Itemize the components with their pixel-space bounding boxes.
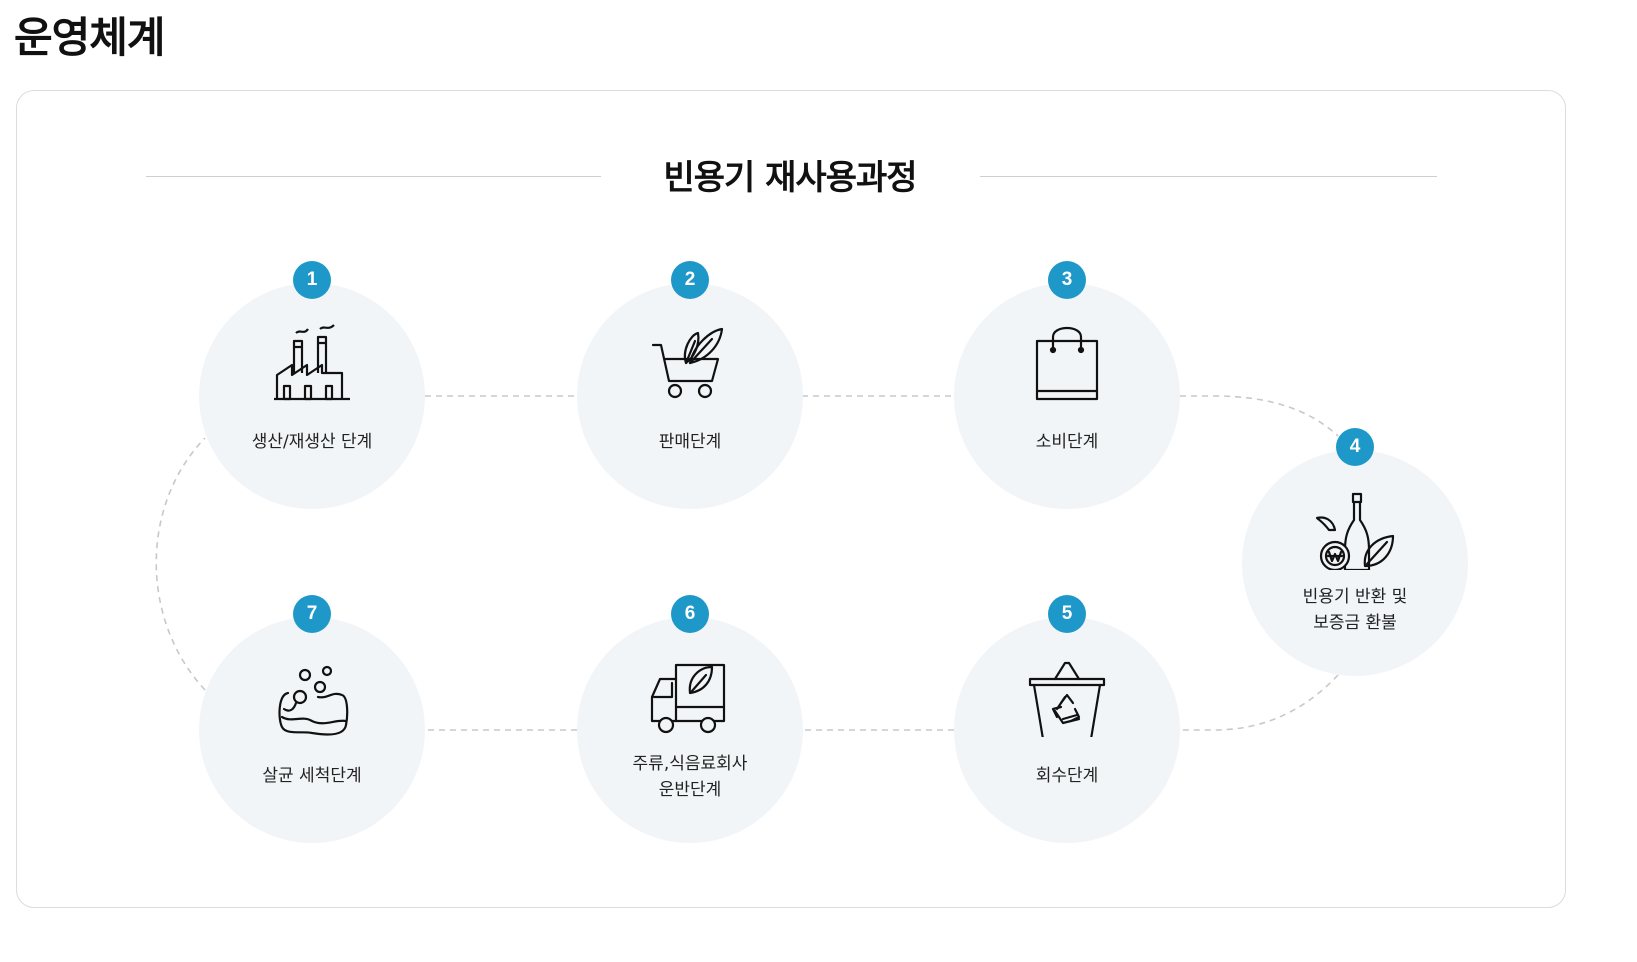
step-number: 7 xyxy=(293,595,331,633)
step-number: 5 xyxy=(1048,595,1086,633)
title-rule-right xyxy=(980,176,1437,177)
connector-7-1 xyxy=(155,437,206,691)
delivery-truck-icon xyxy=(650,663,726,734)
step-4: 4 빈용기 반환 및 보증금 환불 xyxy=(1242,428,1468,676)
step-number: 6 xyxy=(671,595,709,633)
step-number: 1 xyxy=(293,261,331,299)
step-6: 6 주류,식음료회사 운반단계 xyxy=(577,595,803,843)
step-label: 주류,식음료회사 운반단계 xyxy=(632,754,748,800)
step-label: 생산/재생산 단계 xyxy=(251,432,373,452)
step-5: 5 회수단계 xyxy=(954,595,1180,843)
step-7: 7 살균 세척단계 xyxy=(199,595,425,843)
page-title: 운영체계 xyxy=(14,13,166,62)
step-label: 회수단계 xyxy=(1035,766,1099,786)
connector-3-4 xyxy=(1180,395,1339,437)
bottle-coin-refund-icon xyxy=(1315,492,1395,570)
step-label: 소비단계 xyxy=(1035,432,1099,452)
step-2: 2 판매단계 xyxy=(577,261,803,509)
step-number: 2 xyxy=(671,261,709,299)
recycle-basket-icon xyxy=(1028,661,1106,737)
step-label: 판매단계 xyxy=(658,432,722,452)
shopping-cart-leaf-icon xyxy=(651,327,724,399)
diagram-title: 빈용기 재사용과정 xyxy=(663,158,917,198)
factory-icon xyxy=(274,324,350,401)
step-number: 3 xyxy=(1048,261,1086,299)
step-label: 빈용기 반환 및 보증금 환불 xyxy=(1302,587,1408,633)
step-number: 4 xyxy=(1336,428,1374,466)
step-3: 3 소비단계 xyxy=(954,261,1180,509)
step-1: 1 생산/재생산 단계 xyxy=(199,261,425,509)
title-rule-left xyxy=(146,176,601,177)
step-label: 살균 세척단계 xyxy=(262,766,362,786)
shopping-bag-icon xyxy=(1035,326,1099,401)
connector-4-5 xyxy=(1180,674,1339,731)
soap-bubbles-icon xyxy=(278,665,349,736)
